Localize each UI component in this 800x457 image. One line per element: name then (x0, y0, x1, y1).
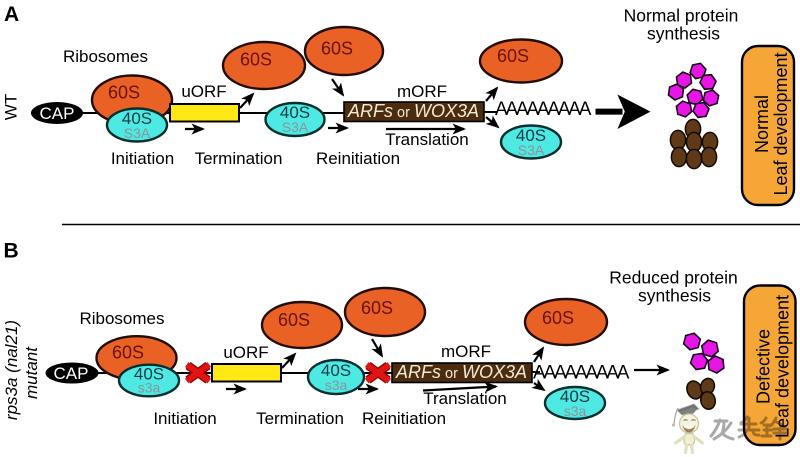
svg-text:ARFs or WOX3A: ARFs or WOX3A (347, 101, 479, 121)
svg-text:Leaf development: Leaf development (771, 52, 791, 195)
svg-text:uORF: uORF (223, 343, 268, 362)
svg-text:s3a: s3a (138, 380, 161, 396)
svg-text:40S: 40S (321, 361, 351, 380)
svg-text:60S: 60S (112, 343, 144, 363)
svg-text:mORF: mORF (397, 82, 447, 101)
svg-text:s3a: s3a (564, 403, 587, 419)
svg-text:Leaf development: Leaf development (773, 295, 793, 438)
svg-text:ARFs or WOX3A: ARFs or WOX3A (395, 362, 527, 382)
svg-text:mutant: mutant (22, 346, 41, 399)
svg-text:Termination: Termination (195, 149, 283, 168)
svg-text:AAAAAAAAA: AAAAAAAAA (533, 363, 630, 384)
svg-text:B: B (4, 240, 19, 263)
svg-text:S3A: S3A (282, 119, 309, 135)
svg-text:Translation: Translation (423, 389, 506, 408)
svg-text:40S: 40S (516, 126, 546, 145)
svg-text:60S: 60S (542, 308, 574, 328)
svg-text:CAP: CAP (54, 364, 89, 383)
svg-text:Translation: Translation (385, 130, 468, 149)
svg-text:S3A: S3A (518, 142, 545, 158)
svg-text:Termination: Termination (256, 409, 344, 428)
svg-text:60S: 60S (108, 83, 140, 103)
svg-text:60S: 60S (497, 46, 529, 66)
svg-text:A: A (4, 3, 19, 26)
svg-text:synthesis: synthesis (638, 286, 711, 306)
svg-text:Initiation: Initiation (153, 409, 216, 428)
svg-text:CAP: CAP (40, 104, 75, 123)
svg-text:Normal protein: Normal protein (624, 6, 739, 26)
svg-text:mORF: mORF (441, 342, 491, 361)
svg-text:40S: 40S (280, 103, 310, 122)
svg-text:60S: 60S (361, 298, 393, 318)
svg-text:uORF: uORF (181, 82, 226, 101)
svg-text:60S: 60S (321, 39, 353, 59)
svg-text:Ribosomes: Ribosomes (63, 47, 148, 66)
svg-text:WT: WT (2, 94, 21, 120)
svg-text:Ribosomes: Ribosomes (79, 309, 164, 328)
svg-text:Reinitiation: Reinitiation (362, 409, 446, 428)
svg-text:AAAAAAAAA: AAAAAAAAA (495, 99, 592, 120)
svg-text:Defective: Defective (754, 329, 774, 404)
svg-text:Initiation: Initiation (111, 149, 174, 168)
svg-text:Reduced protein: Reduced protein (609, 268, 737, 288)
svg-text:60S: 60S (278, 310, 310, 330)
svg-text:40S: 40S (134, 365, 164, 384)
svg-text:synthesis: synthesis (647, 24, 720, 44)
svg-text:Reinitiation: Reinitiation (316, 149, 400, 168)
svg-text:S3A: S3A (124, 125, 151, 141)
svg-text:Normal: Normal (752, 95, 772, 153)
svg-text:s3a: s3a (325, 377, 348, 393)
svg-text:60S: 60S (240, 50, 272, 70)
svg-text:rps3a (nal21): rps3a (nal21) (2, 320, 21, 420)
svg-text:40S: 40S (560, 387, 590, 406)
svg-text:40S: 40S (122, 109, 152, 128)
